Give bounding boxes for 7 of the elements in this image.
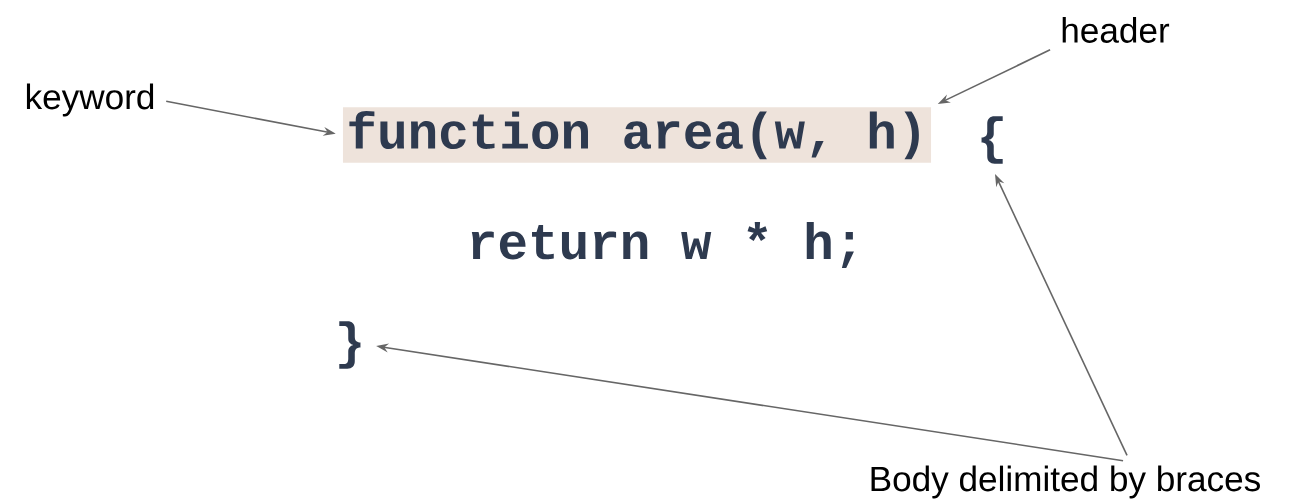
annotation-text: header (1062, 17, 1170, 43)
annotation-text: Body delimited by braces (871, 465, 1260, 499)
code-line: return w * h; (471, 222, 854, 268)
highlighted-code: function area(w, h) (342, 107, 932, 163)
brace-text: { (981, 116, 1003, 164)
annotation-text: keyword (26, 83, 154, 117)
brace-text: } (339, 321, 361, 369)
